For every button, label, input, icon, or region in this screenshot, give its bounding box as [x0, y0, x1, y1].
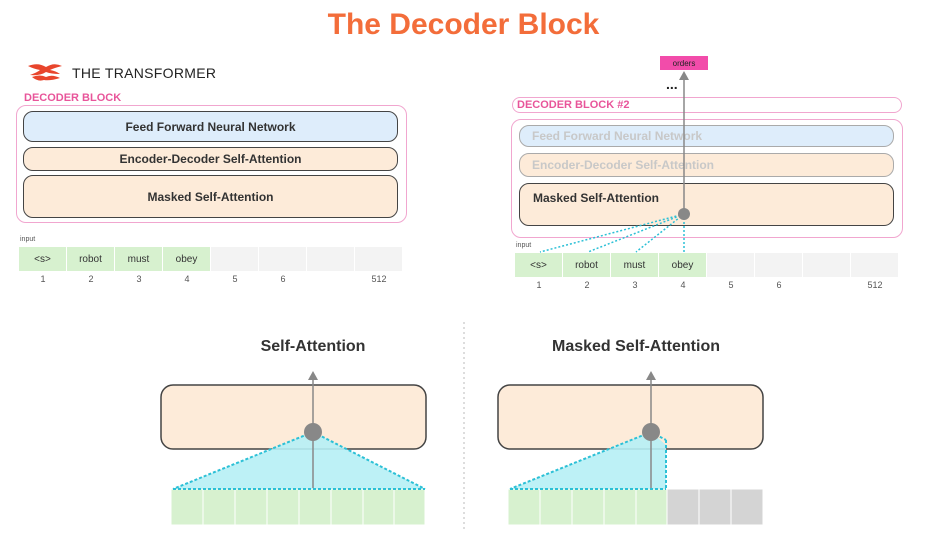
decoder-block-label: DECODER BLOCK [24, 92, 122, 104]
ffnn-layer: Feed Forward Neural Network [23, 111, 398, 142]
position-index: 2 [584, 280, 590, 290]
self-attention-arrow-head [308, 371, 318, 380]
brand: THE TRANSFORMER [26, 62, 216, 84]
decoder-block-outline [16, 105, 407, 223]
ffnn-layer-faded: Feed Forward Neural Network [519, 125, 894, 147]
input-label: input [516, 242, 532, 249]
masked-attention-cone [510, 432, 666, 489]
attention-node [678, 208, 690, 220]
token-cell [211, 247, 258, 271]
cone-edge-dashed [172, 431, 314, 490]
input-label: input [20, 236, 36, 243]
token-cell: <s> [19, 247, 66, 271]
masked-self-attention-layer: Masked Self-Attention [519, 183, 894, 226]
masked-attention-arrow-head [646, 371, 656, 380]
brand-text: THE TRANSFORMER [72, 65, 217, 81]
masked-attention-node [642, 423, 660, 441]
token-cell: obey [163, 247, 210, 271]
self-attention-node [304, 423, 322, 441]
position-index: 4 [184, 274, 190, 284]
cone-edge-dashed [312, 431, 426, 490]
token-cell [307, 247, 354, 271]
output-arrow-head [679, 71, 689, 80]
cone-edge-dashed [509, 431, 652, 490]
output-token-orders: orders [660, 56, 708, 70]
position-index: 1 [40, 274, 46, 284]
self-attention-token-row [170, 488, 426, 526]
masked-self-attention-layer: Masked Self-Attention [23, 175, 398, 218]
position-index: 512 [867, 280, 883, 290]
token-cell: must [611, 253, 658, 277]
ellipsis: ... [666, 76, 678, 92]
position-index: 1 [536, 280, 542, 290]
token-cell: <s> [515, 253, 562, 277]
attention-line [587, 213, 685, 253]
position-index: 5 [232, 274, 238, 284]
position-index-row: 1 2 3 4 5 6 512 [515, 280, 899, 290]
decoder-block-2-label: DECODER BLOCK #2 [517, 99, 630, 111]
token-cell: must [115, 247, 162, 271]
token-cell: robot [67, 247, 114, 271]
masked-self-attention-title: Masked Self-Attention [551, 338, 720, 355]
page-title: The Decoder Block [327, 8, 600, 41]
token-cell [851, 253, 898, 277]
token-cell [755, 253, 802, 277]
token-cell: obey [659, 253, 706, 277]
position-index: 5 [728, 280, 734, 290]
token-cell [259, 247, 306, 271]
position-index: 3 [632, 280, 638, 290]
position-index: 6 [776, 280, 782, 290]
position-index: 3 [136, 274, 142, 284]
input-token-row: <s> robot must obey [19, 247, 403, 271]
encoder-decoder-attention-layer-faded: Encoder-Decoder Self-Attention [519, 153, 894, 177]
self-attention-cone [173, 432, 425, 489]
token-cell [803, 253, 850, 277]
token-cell [355, 247, 402, 271]
position-index: 4 [680, 280, 686, 290]
masked-token-row [507, 488, 764, 526]
position-index: 6 [280, 274, 286, 284]
token-cell [707, 253, 754, 277]
position-index-row: 1 2 3 4 5 6 512 [19, 274, 403, 284]
attention-line [539, 213, 685, 253]
encoder-decoder-attention-layer: Encoder-Decoder Self-Attention [23, 147, 398, 171]
flame-logo-icon [28, 64, 62, 81]
token-cell: robot [563, 253, 610, 277]
position-index: 2 [88, 274, 94, 284]
input-token-row: <s> robot must obey [515, 253, 899, 277]
decoder-block-2-header [512, 97, 902, 113]
self-attention-title: Self-Attention [260, 338, 366, 355]
position-index: 512 [371, 274, 387, 284]
decoder-block-2-outline [511, 119, 903, 238]
